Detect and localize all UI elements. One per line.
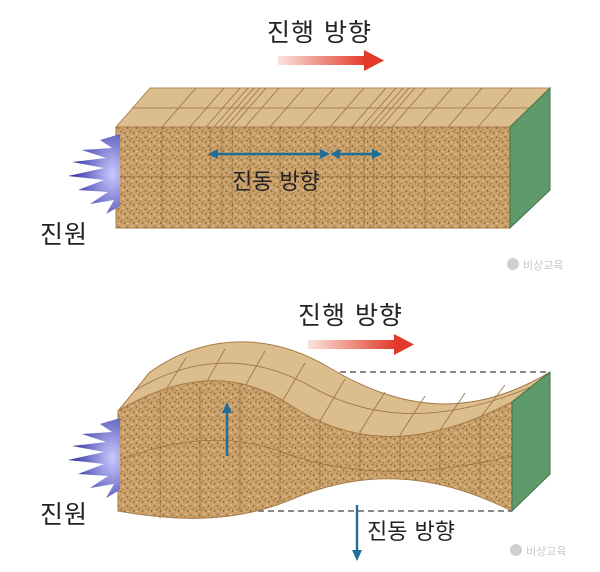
bottom-source-label: 진원	[40, 500, 89, 529]
top-vibration-label: 진동 방향	[232, 170, 320, 195]
top-watermark: 비상교육	[523, 259, 564, 272]
bottom-front-face-grid	[117, 385, 513, 519]
top-source-label: 진원	[40, 220, 89, 249]
bottom-block-side-face	[511, 370, 551, 513]
bottom-vibration-arrow-up	[222, 402, 232, 456]
seismic-source-burst-icon	[68, 134, 120, 214]
top-block-side-face	[509, 86, 551, 230]
seismic-source-burst-icon	[68, 418, 120, 498]
bottom-propagation-label: 진행 방향	[298, 301, 403, 330]
bottom-block	[117, 341, 551, 519]
bottom-top-face-grid	[133, 348, 532, 436]
top-block	[114, 86, 552, 230]
top-block-top-face	[114, 87, 552, 128]
publisher-logo-icon	[507, 258, 522, 556]
bottom-propagation-arrow	[308, 334, 414, 355]
top-face-compression-lines	[132, 87, 530, 128]
top-propagation-arrow	[278, 50, 384, 71]
front-face-grid	[116, 127, 510, 228]
bottom-watermark: 비상교육	[526, 545, 567, 558]
top-propagation-label: 진행 방향	[267, 18, 372, 47]
top-vibration-arrows	[208, 149, 382, 159]
bottom-vibration-arrow-down	[352, 505, 362, 561]
bottom-vibration-label: 진동 방향	[367, 520, 455, 545]
